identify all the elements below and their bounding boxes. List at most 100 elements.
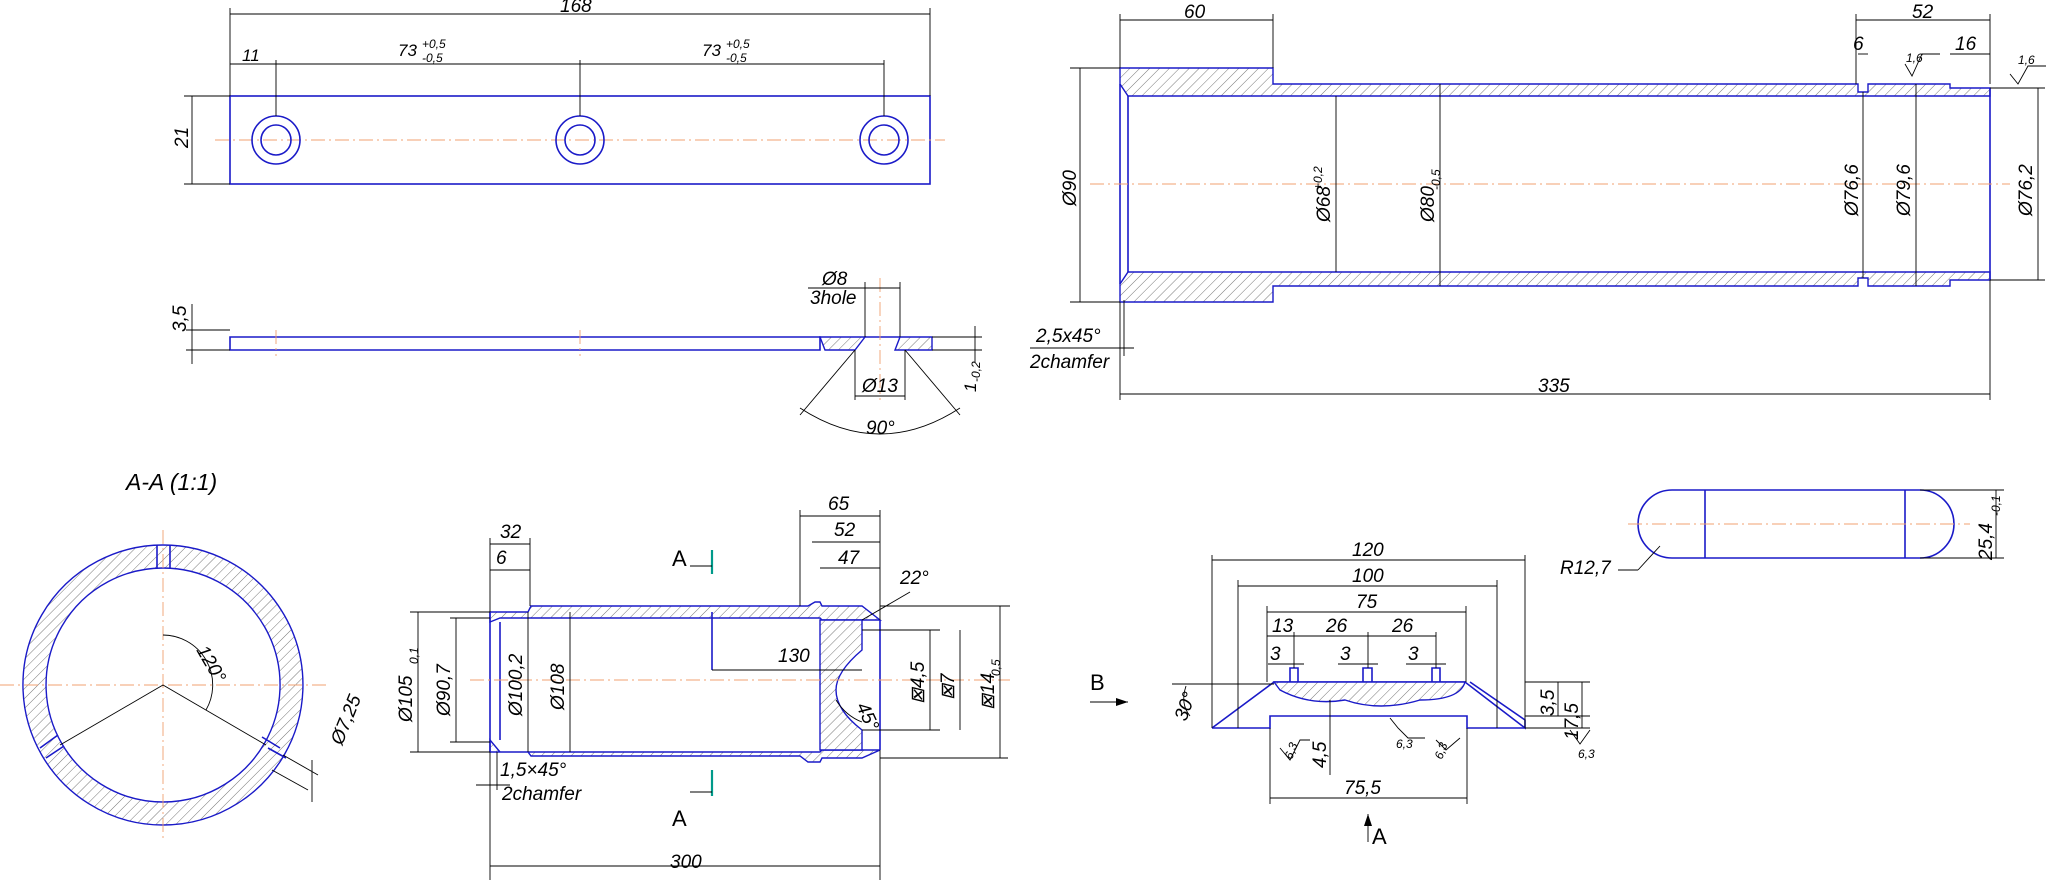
sleeve-groove-dia: Ø76,6 <box>1842 164 1863 217</box>
housing-id-90-7: Ø90,7 <box>434 663 455 717</box>
housing-sq-14: ⊠14 <box>978 673 999 710</box>
sleeve-id-68-tol: +0,2 <box>1311 166 1325 190</box>
plate-top-view: 168 11 73 +0,5 -0,5 73 +0,5 -0,5 21 <box>172 0 945 185</box>
housing-id-100-2: Ø100,2 <box>506 653 527 717</box>
housing-end-section <box>819 619 863 751</box>
rail-len-75: 75 <box>1356 592 1378 613</box>
sleeve-od-80: Ø80 <box>1418 186 1439 223</box>
section-aa-ring: A-A (1:1) 120° Ø7,25 <box>0 469 366 840</box>
plate-pitch-2-tol-lower: -0,5 <box>726 51 747 65</box>
rail-h-17-5: 17,5 <box>1562 703 1583 740</box>
rail-len-100: 100 <box>1352 566 1384 587</box>
sleeve-od-79: Ø79,6 <box>1894 164 1915 217</box>
sleeve-section: 60 52 6 16 1,6 1,6 Ø90 Ø68 +0,2 Ø80 -0,5… <box>1029 2 2046 400</box>
plate-recess-tol: -0,2 <box>969 361 983 382</box>
plate-recess-depth: 1 <box>961 383 980 392</box>
ring-slot-3 <box>261 736 287 759</box>
rail-len-26b: 26 <box>1391 616 1414 637</box>
rail-roughness-3: 6,3 <box>1432 740 1451 761</box>
ring-slot-1 <box>156 545 171 568</box>
rail-h-3-5: 3,5 <box>1538 689 1559 716</box>
housing-od-105: Ø105 <box>396 675 417 723</box>
housing-len-130: 130 <box>778 646 810 667</box>
rail-angle-30: 30° <box>1171 689 1201 724</box>
slot-plate-radius: R12,7 <box>1560 558 1612 579</box>
housing-angle-22: 22° <box>899 568 929 589</box>
rail-outline-bottom <box>1212 715 1525 729</box>
cut-letter-top: A <box>672 546 687 571</box>
sleeve-groove-6: 6 <box>1853 34 1864 55</box>
housing-sq-14-tol: 0,5 <box>989 659 1003 676</box>
plate-csk-angle: 90° <box>866 418 895 439</box>
slot-plate-width-tol: -0,1 <box>1989 495 2003 516</box>
plate-overall-length: 168 <box>560 0 592 17</box>
rail-slot-3a: 3 <box>1270 644 1281 665</box>
housing-len-52: 52 <box>834 520 856 541</box>
plate-section-hatch-1 <box>818 336 867 351</box>
sleeve-roughness-2: 1,6 <box>2018 53 2035 67</box>
sleeve-od-90: Ø90 <box>1060 170 1081 207</box>
sleeve-len-52: 52 <box>1912 2 1934 23</box>
plate-side-section: 3,5 Ø8 3hole Ø13 90° 1 -0,2 <box>170 269 983 439</box>
plate-hole-dia: Ø8 <box>821 269 848 290</box>
rail-section-hatch <box>1272 681 1466 707</box>
plate-pitch-1-tol-upper: +0,5 <box>422 37 446 51</box>
sleeve-len-60: 60 <box>1184 2 1206 23</box>
cut-letter-bottom: A <box>672 806 687 831</box>
rail-slots <box>1289 667 1441 682</box>
plate-pitch-2-tol-upper: +0,5 <box>726 37 750 51</box>
housing-d-108: Ø108 <box>548 663 569 711</box>
sleeve-od-76: Ø76,2 <box>2016 164 2037 217</box>
rail-h-4-5: 4,5 <box>1310 741 1331 768</box>
housing-chamfer-note: 2chamfer <box>501 784 582 805</box>
view-letter-b: B <box>1090 670 1105 695</box>
rail-base-75-5: 75,5 <box>1344 778 1381 799</box>
sleeve-id-68: Ø68 <box>1314 186 1335 223</box>
rail-roughness-2: 6,3 <box>1396 737 1413 751</box>
slot-plate: R12,7 25,4 -0,1 <box>1560 489 2004 579</box>
rail-outline-top <box>1211 681 1526 730</box>
ring-slot-2 <box>39 734 65 759</box>
housing-len-6: 6 <box>496 548 507 569</box>
sleeve-chamfer-note: 2chamfer <box>1029 352 1110 373</box>
rail-slot-3c: 3 <box>1408 644 1419 665</box>
plate-thickness: 3,5 <box>170 305 191 332</box>
housing-lower-wall <box>489 738 881 763</box>
rail-section: B 120 100 75 13 26 26 3 3 3 30° <box>1090 540 1595 849</box>
rail-slot-3b: 3 <box>1340 644 1351 665</box>
slot-plate-width: 25,4 <box>1976 523 1997 561</box>
plate-pitch-2: 73 <box>702 41 721 60</box>
rail-len-120: 120 <box>1352 540 1384 561</box>
sleeve-roughness-1: 1,6 <box>1906 51 1923 65</box>
rail-len-26a: 26 <box>1325 616 1348 637</box>
housing-total-length: 300 <box>670 852 702 873</box>
rail-roughness-4: 6,3 <box>1578 747 1595 761</box>
housing-len-47: 47 <box>838 548 861 569</box>
section-aa-title: A-A (1:1) <box>124 469 217 495</box>
plate-section-hatch-2 <box>893 336 933 351</box>
housing-sq-7: ⊠7 <box>938 672 959 700</box>
ring-slot-width: Ø7,25 <box>327 692 366 749</box>
plate-edge-offset: 11 <box>242 46 260 65</box>
sleeve-lower-wall <box>1119 271 1991 303</box>
housing-len-65: 65 <box>828 494 850 515</box>
housing-upper-wall <box>489 601 883 624</box>
ring-angle: 120° <box>192 642 230 687</box>
plate-pitch-1: 73 <box>398 41 417 60</box>
sleeve-upper-wall <box>1119 67 1991 97</box>
sleeve-od-80-tol: -0,5 <box>1429 169 1443 190</box>
view-arrow-a: A <box>1372 824 1387 849</box>
housing-len-32: 32 <box>500 522 522 543</box>
ring-section-hatch <box>22 544 304 826</box>
sleeve-chamfer: 2,5x45° <box>1035 326 1101 347</box>
plate-csk-dia: Ø13 <box>861 376 898 397</box>
rail-roughness-1: 6,3 <box>1282 740 1301 761</box>
plate-height: 21 <box>172 127 193 149</box>
housing-section: 32 6 65 52 47 22° 130 45° Ø105 0,1 Ø90,7… <box>396 494 1010 880</box>
sleeve-total-length: 335 <box>1538 376 1570 397</box>
housing-sq-4-5: ⊠4,5 <box>908 661 929 704</box>
plate-hole-count: 3hole <box>810 288 857 309</box>
housing-od-105-tol: 0,1 <box>407 647 421 664</box>
housing-chamfer: 1,5×45° <box>500 760 567 781</box>
